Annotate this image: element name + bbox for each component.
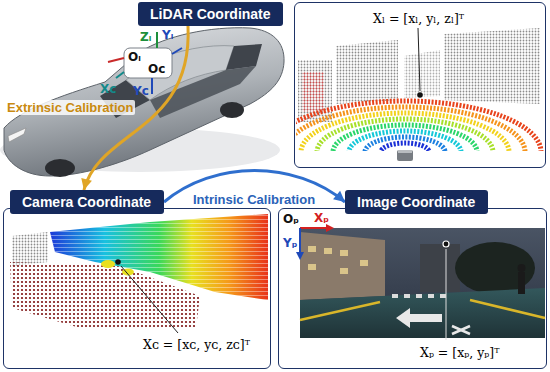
axis-label: Oᴄ [148, 62, 165, 76]
axis-label: Oₚ [283, 212, 299, 226]
lidar-point-cloud [269, 28, 541, 203]
street-photo-part [470, 300, 545, 318]
coordinate-axes-part [108, 58, 124, 62]
lidar-point-cloud-part [296, 101, 541, 151]
street-photo-part [396, 308, 442, 328]
coordinate-header: LiDAR Coordinate [138, 2, 283, 26]
lidar-point-cloud-part [418, 28, 420, 91]
street-photo-part [404, 294, 410, 298]
lidar-point-cloud-part [404, 50, 440, 98]
car-illustration-part [8, 128, 26, 142]
lidar-point-cloud-part-part [365, 137, 445, 151]
axis-label: Yₚ [283, 236, 297, 250]
lidar-point-cloud-part-part [301, 113, 509, 151]
lidar-point-cloud-part [397, 150, 413, 161]
street-photo-part [308, 246, 316, 252]
coordinate-formula: Xᴄ = [xᴄ, yᴄ, zᴄ]ᵀ [141, 337, 252, 353]
camera-point-cloud-part [115, 259, 121, 265]
lidar-point-cloud-part [444, 28, 540, 104]
camera-point-cloud-part [101, 260, 115, 268]
coordinate-header: Camera Coordinate [10, 190, 164, 214]
camera-point-cloud-part [12, 232, 48, 266]
street-photo-part [340, 268, 348, 274]
arrow-head [333, 191, 345, 202]
camera-point-cloud-part [50, 214, 268, 300]
header-text: LiDAR Coordinate [150, 5, 271, 23]
car-illustration [0, 28, 284, 177]
axis-label: Xᴄ [100, 82, 116, 96]
car-illustration-part [45, 159, 75, 177]
axis-label: Zₗ [140, 30, 151, 44]
coordinate-header: Image Coordinate [345, 190, 488, 214]
coordinate-axes-part [116, 72, 124, 78]
street-photo-part [443, 241, 449, 247]
street-photo-part [300, 288, 545, 338]
street-photo-part [296, 252, 304, 260]
coordinate-axes-part [172, 48, 182, 54]
street-photo [296, 224, 545, 340]
street-photo-part [300, 232, 385, 300]
street-photo-part [452, 326, 470, 334]
street-photo-part [392, 294, 398, 298]
arrow-head [81, 178, 92, 190]
street-photo-part [299, 228, 301, 254]
coordinate-axes-part [151, 78, 153, 94]
camera-point-cloud-part [50, 214, 268, 300]
lidar-point-cloud-part-part [381, 143, 429, 151]
camera-point-cloud-part [121, 266, 178, 333]
lidar-point-cloud-part-part [317, 119, 493, 151]
street-photo-part [440, 294, 446, 298]
street-photo-part [416, 294, 422, 298]
car-illustration-part [226, 44, 262, 70]
street-photo-part [300, 228, 545, 338]
header-text: Image Coordinate [357, 193, 475, 211]
coordinate-axes-part [156, 32, 158, 48]
camera-panel: Xᴄ = [xᴄ, yᴄ, zᴄ]ᵀ [3, 208, 271, 369]
street-photo-part [518, 264, 526, 272]
coordinate-axes-part [124, 48, 172, 78]
street-photo-part [420, 244, 460, 292]
axis-label: Oₗ [128, 50, 141, 64]
street-photo-part [300, 302, 380, 320]
street-photo-part [326, 224, 334, 232]
lidar-point-cloud-part [302, 72, 324, 112]
camera-point-cloud [10, 214, 268, 333]
lidar-point-cloud-part [336, 40, 398, 104]
coordinate-formula: Xₚ = [xₚ, yₚ]ᵀ [418, 345, 501, 361]
lidar-point-cloud-part-part [333, 125, 477, 151]
street-photo-part [300, 227, 328, 229]
header-text: Camera Coordinate [22, 193, 151, 211]
street-photo-part [360, 260, 368, 266]
street-photo-part [324, 248, 332, 254]
axis-label: Xₚ [314, 211, 329, 225]
lidar-panel: Xₗ = [xₗ, yₗ, zₗ]ᵀ [294, 2, 546, 168]
lidar-point-cloud-part-part [296, 101, 541, 151]
lidar-point-cloud-part-part [349, 131, 461, 151]
street-photo-part [340, 250, 348, 256]
axis-label: Yᴄ [133, 84, 149, 98]
street-photo-part [428, 294, 434, 298]
edge-label: Extrinsic Calibration [5, 100, 135, 115]
street-photo-part [446, 249, 447, 340]
street-photo-part [518, 272, 525, 294]
car-illustration-part [4, 28, 284, 176]
car-illustration-part [220, 102, 244, 118]
street-photo-part [308, 264, 316, 270]
axis-label: Yₗ [162, 28, 173, 42]
coordinate-formula: Xₗ = [xₗ, yₗ, zₗ]ᵀ [371, 11, 466, 27]
lidar-point-cloud-part [417, 92, 423, 98]
lidar-point-cloud-part-part [296, 107, 525, 151]
lidar-point-cloud-part [398, 150, 412, 153]
street-photo-part [455, 242, 535, 294]
street-photo-part [452, 326, 470, 334]
edge-label: Intrinsic Calibration [191, 192, 317, 207]
image-panel: Xₚ = [xₚ, yₚ]ᵀ [278, 208, 547, 369]
